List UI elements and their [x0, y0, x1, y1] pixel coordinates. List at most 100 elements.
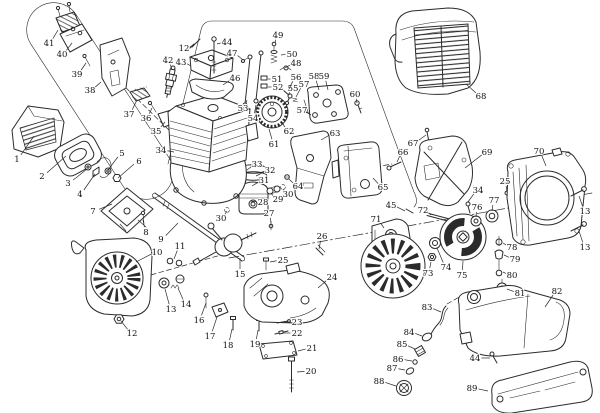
heat-shield-drawing: [290, 130, 332, 205]
part-label-69: 69: [482, 148, 493, 158]
tank-bolt-drawing: [489, 351, 498, 364]
part-label-17: 17: [205, 332, 216, 342]
head-gasket-drawing: [189, 78, 234, 100]
leader-line: [211, 316, 218, 332]
leader-line: [578, 195, 583, 207]
muffler-drawing: [331, 141, 383, 199]
part-label-31: 31: [259, 176, 270, 186]
leader-line: [274, 39, 277, 44]
fuel-filter-parts-drawing: [396, 332, 433, 396]
part-label-72: 72: [418, 206, 429, 216]
part-label-34: 34: [473, 186, 484, 196]
part-label-16: 16: [194, 316, 205, 326]
leader-line: [318, 240, 321, 250]
leader-line: [268, 128, 273, 140]
leader-line: [269, 260, 277, 263]
part-label-14: 14: [181, 300, 192, 310]
leader-line: [396, 156, 400, 163]
part-label-40: 40: [57, 50, 68, 60]
leader-line: [478, 388, 489, 392]
part-label-57: 57: [297, 106, 308, 116]
leader-line: [288, 81, 294, 90]
leader-line: [95, 81, 102, 88]
leader-line: [432, 308, 442, 313]
leader-line: [237, 55, 243, 60]
leader-line: [173, 250, 178, 260]
part-label-8: 8: [143, 228, 148, 238]
part-label-15: 15: [235, 270, 246, 280]
cylinder-drawing: [167, 94, 259, 173]
leader-line: [270, 192, 274, 196]
leader-line: [506, 288, 514, 292]
leader-line: [541, 155, 547, 167]
leader-line: [251, 181, 259, 187]
part-label-60: 60: [350, 90, 361, 100]
part-label-13: 13: [166, 305, 177, 315]
part-label-61: 61: [269, 140, 280, 150]
leader-line: [398, 368, 406, 371]
leader-line: [120, 320, 128, 330]
part-label-4: 4: [77, 190, 82, 200]
part-label-53: 53: [238, 104, 249, 114]
part-label-70: 70: [534, 147, 545, 157]
leader-line: [186, 63, 192, 67]
muffler-bolts-drawing: [386, 127, 430, 171]
part-label-24: 24: [327, 273, 338, 283]
part-label-3: 3: [65, 179, 70, 189]
part-label-9: 9: [158, 235, 163, 245]
leader-line: [269, 217, 272, 224]
crankcase-drawing: [243, 262, 330, 324]
leader-line: [83, 173, 96, 191]
recoil-starter-drawing: [71, 237, 153, 317]
part-label-6: 6: [136, 157, 141, 167]
part-label-83: 83: [422, 303, 433, 313]
cam-plate-drawing: [303, 84, 349, 124]
leader-line: [372, 177, 379, 184]
cam-gear-drawing: [255, 95, 289, 129]
part-label-88: 88: [374, 377, 385, 387]
part-label-44: 44: [470, 354, 481, 364]
leader-line: [428, 212, 432, 216]
part-label-51: 51: [272, 75, 283, 85]
bottom-guard-drawing: [491, 360, 593, 413]
part-label-64: 64: [293, 182, 304, 192]
leader-line: [505, 185, 508, 193]
part-label-21: 21: [307, 344, 318, 354]
part-label-33: 33: [252, 160, 263, 170]
leader-line: [216, 42, 221, 45]
part-label-55: 55: [288, 84, 299, 94]
part-label-26: 26: [317, 232, 328, 242]
leader-line: [280, 120, 286, 128]
crankshaft-drawing: [192, 222, 257, 266]
leader-line: [307, 112, 312, 116]
leader-line: [165, 222, 179, 236]
leader-line: [502, 242, 507, 246]
housing-bolts-drawing: [570, 186, 587, 232]
leader-line: [164, 288, 170, 305]
part-label-23: 23: [292, 318, 303, 328]
part-label-13: 13: [580, 243, 591, 253]
leader-line: [117, 163, 135, 179]
leader-line: [503, 254, 510, 258]
leader-line: [502, 271, 506, 274]
part-label-29: 29: [273, 195, 284, 205]
leader-line: [190, 44, 195, 47]
leader-line: [404, 359, 413, 362]
flywheel-drawing: [360, 233, 426, 299]
leader-line: [315, 80, 320, 91]
part-label-20: 20: [306, 367, 317, 377]
part-label-43: 43: [176, 58, 187, 68]
leader-line: [245, 99, 248, 104]
leader-line: [224, 210, 228, 215]
leader-line: [20, 135, 35, 156]
part-label-25: 25: [500, 177, 511, 187]
part-label-37: 37: [124, 110, 135, 120]
leader-line: [296, 371, 305, 373]
leader-line: [254, 104, 257, 114]
part-label-47: 47: [227, 49, 238, 59]
leader-line: [464, 154, 482, 169]
leader-line: [66, 42, 73, 51]
part-label-63: 63: [330, 129, 341, 139]
